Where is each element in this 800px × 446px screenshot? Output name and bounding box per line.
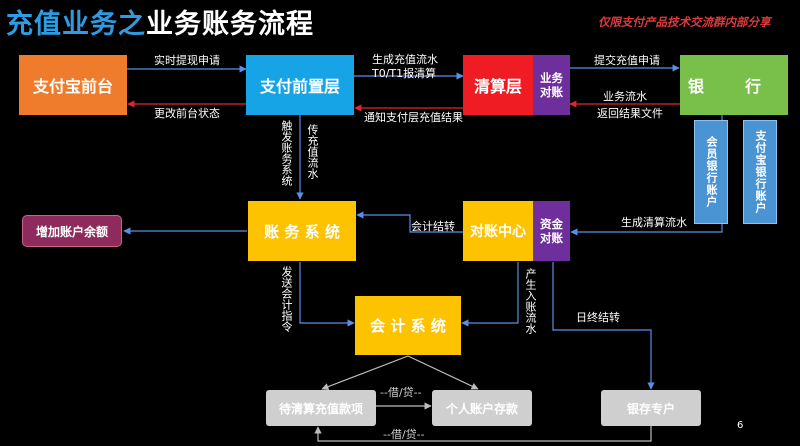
ledger-system-box: 会 计 系 统 — [355, 296, 461, 355]
alipay-bank-account-label: 支付宝银行账户 — [754, 130, 767, 214]
bank-deposit-label: 银存专户 — [626, 401, 675, 416]
arrow-gen-entry-flow — [461, 262, 519, 327]
arrow-ledger-to-pending — [321, 355, 409, 391]
label-change-front-status: 更改前台状态 — [154, 107, 220, 120]
biz-reconcile-box: 业务对账 — [533, 55, 570, 115]
arrow-accounting-settle — [356, 211, 463, 233]
accounting-system-box: 账 务 系 统 — [248, 201, 356, 261]
pending-clearing-box: 待清算充值款项 — [266, 390, 376, 426]
label-pass-recharge-flow: 传充值流水 — [306, 124, 319, 179]
label-trigger-accounting: 触发账务系统 — [280, 120, 293, 186]
arrow-ledger-to-personal — [407, 355, 479, 390]
label-notify-pay-layer: 通知支付层充值结果 — [364, 111, 463, 124]
title-part1: 充值业务之 — [6, 9, 146, 40]
member-bank-account-label: 会员银行账户 — [705, 136, 718, 208]
personal-deposit-label: 个人账户存款 — [445, 401, 518, 416]
label-realtime-withdraw: 实时提现申请 — [154, 54, 220, 67]
arrow-daily-settle — [552, 262, 655, 390]
alipay-bank-account-box: 支付宝银行账户 — [743, 120, 777, 224]
clearing-layer-box: 清算层 — [463, 55, 533, 115]
label-send-ledger-cmd: 发送会计指令 — [280, 266, 293, 332]
fund-reconcile-label: 资金对账 — [540, 217, 563, 245]
add-balance-box: 增加账户余额 — [22, 215, 122, 247]
label-accounting-settle: 会计结转 — [411, 220, 455, 233]
label-debit-credit-2: --借/贷-- — [383, 428, 425, 441]
bank-deposit-box: 银存专户 — [601, 390, 701, 426]
pending-clearing-label: 待清算充值款项 — [278, 401, 363, 416]
accounting-system-label: 账 务 系 统 — [264, 222, 340, 241]
label-submit-recharge: 提交充值申请 — [594, 54, 660, 67]
label-debit-credit-1: --借/贷-- — [380, 386, 422, 399]
label-gen-clearing-flow: 生成清算流水 — [621, 216, 687, 229]
bank-box: 银 行 — [680, 55, 788, 115]
page-title: 充值业务之业务账务流程 — [6, 2, 314, 41]
clearing-layer-label: 清算层 — [473, 77, 522, 96]
biz-reconcile-label: 业务对账 — [540, 71, 563, 99]
bank-label: 银 行 — [688, 77, 765, 96]
alipay-front-label: 支付宝前台 — [32, 77, 113, 96]
label-gen-entry-flow: 产生入账流水 — [524, 268, 537, 334]
member-bank-account-box: 会员银行账户 — [694, 120, 728, 224]
page-number: 6 — [737, 420, 744, 431]
label-t0t1-clearing: T0/T1报清算 — [372, 67, 437, 80]
reconcile-center-box: 对账中心 — [463, 201, 533, 261]
label-gen-recharge-flow: 生成充值流水 — [372, 53, 438, 66]
add-balance-label: 增加账户余额 — [35, 224, 108, 239]
ledger-system-label: 会 计 系 统 — [370, 317, 446, 335]
arrow-send-ledger-cmd — [299, 262, 355, 327]
label-daily-settle: 日终结转 — [576, 311, 620, 324]
pay-front-layer-box: 支付前置层 — [246, 55, 354, 115]
title-part2: 业务账务流程 — [146, 9, 314, 40]
personal-deposit-box: 个人账户存款 — [432, 390, 532, 426]
subtitle: 仅限支付产品技术交流群内部分享 — [598, 15, 771, 29]
label-biz-flow: 业务流水 — [603, 90, 647, 103]
reconcile-center-label: 对账中心 — [470, 224, 526, 240]
fund-reconcile-box: 资金对账 — [533, 201, 570, 261]
pay-front-layer-label: 支付前置层 — [259, 77, 340, 96]
label-return-result-file: 返回结果文件 — [597, 107, 663, 120]
arrow-debit-credit-2 — [314, 426, 652, 442]
alipay-front-box: 支付宝前台 — [19, 55, 127, 115]
